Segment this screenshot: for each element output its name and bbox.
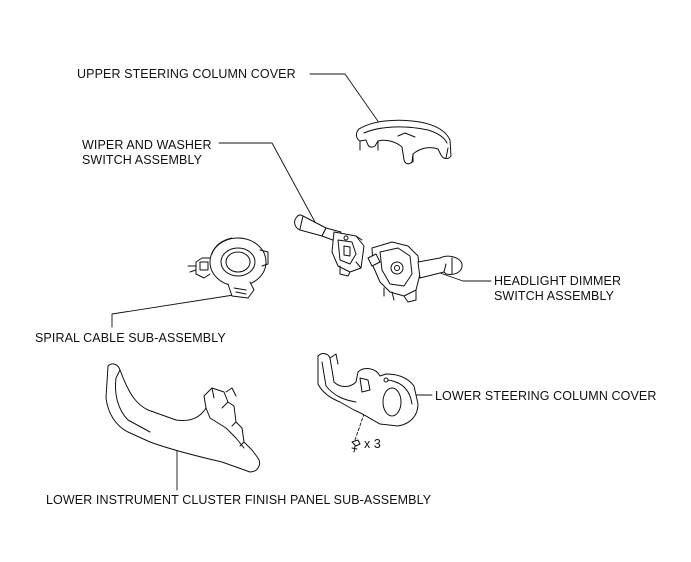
label-text-line1: HEADLIGHT DIMMER [494, 274, 622, 288]
label-text: UPPER STEERING COLUMN COVER [77, 67, 296, 81]
leader-spiral-cable [111, 293, 241, 328]
spiral-cable-illustration [187, 237, 269, 299]
lower-steering-column-cover-illustration [317, 353, 419, 427]
label-text: SPIRAL CABLE SUB-ASSEMBLY [35, 331, 226, 345]
label-headlight-dimmer-switch: HEADLIGHT DIMMER SWITCH ASSEMBLY [494, 274, 621, 304]
leader-wiper-switch [218, 142, 316, 223]
label-text-line2: SWITCH ASSEMBLY [82, 153, 203, 167]
leader-upper-cover [309, 73, 383, 128]
label-text: LOWER STEERING COLUMN COVER [435, 389, 657, 403]
label-spiral-cable: SPIRAL CABLE SUB-ASSEMBLY [35, 331, 226, 346]
label-upper-steering-column-cover: UPPER STEERING COLUMN COVER [77, 67, 296, 82]
label-text: LOWER INSTRUMENT CLUSTER FINISH PANEL SU… [46, 493, 432, 507]
label-text-line1: WIPER AND WASHER [82, 138, 212, 152]
wiper-washer-switch-illustration [294, 214, 365, 277]
label-wiper-washer-switch: WIPER AND WASHER SWITCH ASSEMBLY [82, 138, 212, 168]
upper-steering-column-cover-illustration [356, 119, 452, 165]
headlight-dimmer-switch-illustration [367, 241, 463, 303]
label-text-line2: SWITCH ASSEMBLY [494, 289, 615, 303]
leader-screw [354, 413, 365, 441]
screw-illustration [351, 439, 361, 453]
label-text: x 3 [364, 437, 381, 451]
lower-instrument-panel-illustration [105, 363, 261, 473]
label-screw-quantity: x 3 [364, 437, 381, 452]
leader-lines [111, 73, 492, 491]
leader-headlight-switch [439, 272, 492, 282]
label-lower-steering-column-cover: LOWER STEERING COLUMN COVER [435, 389, 656, 404]
label-lower-instrument-panel: LOWER INSTRUMENT CLUSTER FINISH PANEL SU… [46, 493, 431, 508]
